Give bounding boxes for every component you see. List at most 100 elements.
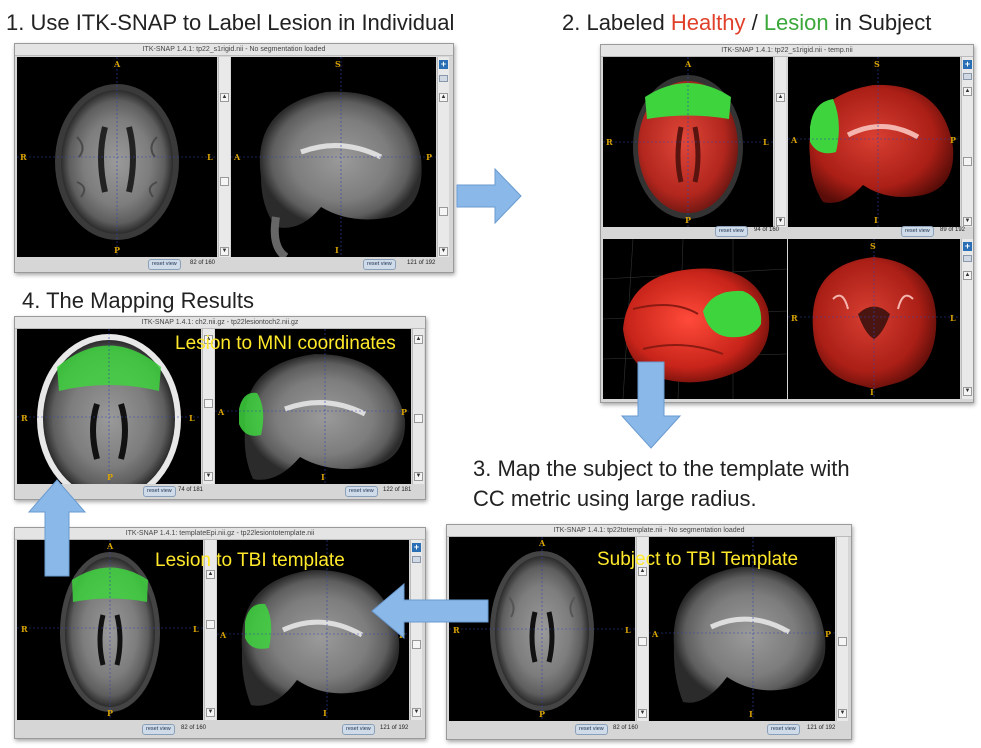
orient-p: P	[114, 245, 121, 255]
axial-view[interactable]: A P R L	[17, 57, 217, 257]
scroll-up-icon[interactable]: ▲	[638, 567, 647, 576]
scrollbar[interactable]: ▼	[836, 537, 848, 721]
axial-mni-image	[17, 329, 201, 484]
zoom-plus-icon[interactable]: +	[412, 542, 421, 552]
slice-counter: 82 of 160	[613, 725, 639, 731]
scroll-down-icon[interactable]: ▼	[412, 708, 421, 717]
orient-a: A	[234, 152, 241, 162]
reset-view-button[interactable]: reset view	[575, 724, 608, 735]
reset-view-button[interactable]: reset view	[148, 259, 181, 270]
slice-counter: 121 of 192	[807, 725, 836, 731]
arrow-down-icon	[620, 361, 682, 449]
zoom-plus-icon[interactable]: +	[963, 59, 972, 69]
scroll-down-icon[interactable]: ▼	[220, 247, 229, 256]
sagittal-subject-view[interactable]: A P I	[649, 537, 835, 721]
toolbox-icon[interactable]	[963, 73, 972, 80]
3d-render-view[interactable]	[603, 239, 787, 399]
footer: reset view 94 of 160 reset view 89 of 19…	[601, 225, 973, 237]
lesion-label: Lesion	[763, 10, 829, 35]
reset-view-button[interactable]: reset view	[363, 259, 396, 270]
scroll-thumb[interactable]	[838, 637, 847, 646]
window-title: ITK-SNAP 1.4.1: ch2.nii.gz - tp22lesiont…	[15, 317, 425, 329]
scroll-thumb[interactable]	[439, 207, 448, 216]
scroll-up-icon[interactable]: ▲	[204, 335, 213, 344]
toolbox-icon[interactable]	[412, 556, 421, 563]
axial-subject-view[interactable]: A P R L	[449, 537, 635, 721]
scroll-thumb[interactable]	[204, 399, 213, 408]
scrollbar[interactable]: ▲ ▼	[636, 537, 648, 721]
orient-p: P	[107, 472, 114, 482]
scroll-thumb[interactable]	[414, 414, 423, 423]
scroll-down-icon[interactable]: ▼	[439, 247, 448, 256]
scroll-thumb[interactable]	[412, 640, 421, 649]
scroll-down-icon[interactable]: ▼	[838, 709, 847, 718]
scrollbar[interactable]: + ▲ ▼	[437, 57, 449, 257]
reset-view-button[interactable]: reset view	[143, 486, 176, 497]
axial-labeled-view[interactable]: A P R L	[603, 57, 773, 227]
itk-window-4: ITK-SNAP 1.4.1: ch2.nii.gz - tp22lesiont…	[14, 316, 426, 500]
toolbox-icon[interactable]	[963, 255, 972, 262]
scrollbar[interactable]: ▲ ▼	[218, 57, 230, 257]
slice-counter: 82 of 160	[181, 725, 207, 731]
sagittal-mni-view[interactable]: A P I	[215, 329, 411, 484]
axial-template-view[interactable]: A P R L	[17, 540, 203, 720]
toolbox-icon[interactable]	[439, 75, 448, 82]
sagittal-template-view[interactable]: A P I	[217, 540, 409, 720]
zoom-plus-icon[interactable]: +	[439, 59, 448, 69]
scrollbar[interactable]: ▲ ▼	[202, 329, 214, 484]
slice-counter: 74 of 181	[178, 487, 204, 493]
scroll-thumb[interactable]	[206, 620, 215, 629]
orient-l: L	[193, 624, 199, 634]
scrollbar[interactable]: + ▼	[410, 540, 422, 720]
scrollbar[interactable]: ▲ ▼	[774, 57, 786, 227]
scroll-up-icon[interactable]: ▲	[439, 93, 448, 102]
scroll-up-icon[interactable]: ▲	[776, 93, 785, 102]
sagittal-labeled-view[interactable]: S I A P	[788, 57, 960, 227]
reset-view-button[interactable]: reset view	[767, 724, 800, 735]
sagittal-view[interactable]: S I A P	[231, 57, 436, 257]
scroll-up-icon[interactable]: ▲	[963, 87, 972, 96]
scroll-up-icon[interactable]: ▲	[206, 570, 215, 579]
scroll-down-icon[interactable]: ▼	[963, 387, 972, 396]
slice-counter: 89 of 192	[940, 227, 966, 233]
scroll-thumb[interactable]	[638, 637, 647, 646]
scrollbar[interactable]: ▲ ▼	[412, 329, 424, 484]
scroll-down-icon[interactable]: ▼	[638, 709, 647, 718]
3d-brain-render	[603, 239, 787, 399]
axial-subject-image	[449, 537, 635, 721]
reset-view-button[interactable]: reset view	[342, 724, 375, 735]
axial-labeled-image	[603, 57, 773, 227]
orient-l: L	[207, 152, 213, 162]
slice-counter: 82 of 160	[190, 260, 216, 266]
sagittal-mni-image	[215, 329, 411, 484]
scrollbar[interactable]: + ▲ ▼	[961, 239, 973, 399]
reset-view-button[interactable]: reset view	[715, 226, 748, 237]
scroll-up-icon[interactable]: ▲	[963, 271, 972, 280]
orient-p: P	[950, 135, 957, 145]
reset-view-button[interactable]: reset view	[142, 724, 175, 735]
sagittal-template-image	[217, 540, 409, 720]
axial-mni-view[interactable]: R L P	[17, 329, 201, 484]
orient-l: L	[950, 313, 956, 323]
orient-a: A	[539, 538, 546, 548]
scroll-thumb[interactable]	[220, 177, 229, 186]
scroll-down-icon[interactable]: ▼	[414, 472, 423, 481]
scroll-down-icon[interactable]: ▼	[776, 217, 785, 226]
reset-view-button[interactable]: reset view	[901, 226, 934, 237]
healthy-label: Healthy	[670, 10, 746, 35]
footer: reset view 82 of 160 reset view 121 of 1…	[15, 723, 425, 735]
scroll-down-icon[interactable]: ▼	[204, 472, 213, 481]
reset-view-button[interactable]: reset view	[345, 486, 378, 497]
scrollbar[interactable]: ▲ ▼	[204, 540, 216, 720]
sagittal-labeled-image	[788, 57, 960, 227]
scroll-down-icon[interactable]: ▼	[206, 708, 215, 717]
scroll-up-icon[interactable]: ▲	[414, 335, 423, 344]
scroll-down-icon[interactable]: ▼	[963, 217, 972, 226]
orient-a: A	[218, 407, 225, 417]
scrollbar[interactable]: + ▲ ▼	[961, 57, 973, 227]
scroll-up-icon[interactable]: ▲	[220, 93, 229, 102]
scroll-thumb[interactable]	[963, 157, 972, 166]
zoom-plus-icon[interactable]: +	[963, 241, 972, 251]
coronal-labeled-view[interactable]: S I R L	[788, 239, 960, 399]
orient-p: P	[401, 407, 408, 417]
